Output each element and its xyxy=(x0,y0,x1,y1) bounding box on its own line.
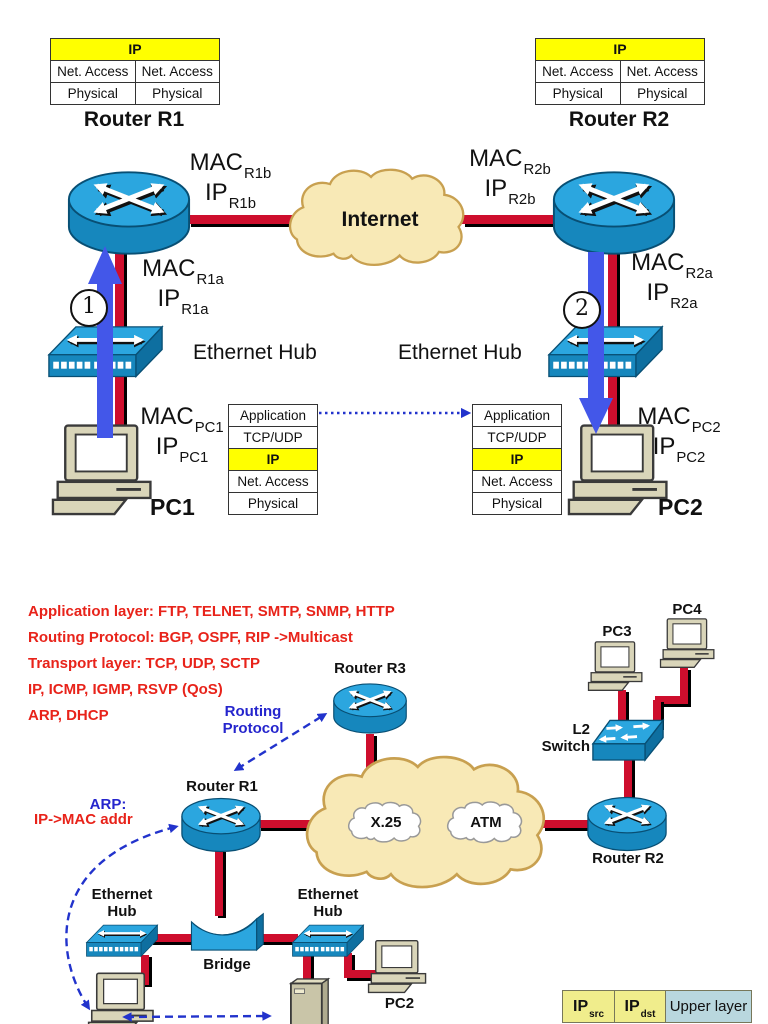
ip-packet-table: IPsrc IPdst Upper layer xyxy=(562,990,752,1023)
pc2-label: PC2 xyxy=(658,494,703,520)
ip-src-cell: IPsrc xyxy=(562,990,615,1023)
step-2-circle: 2 xyxy=(563,291,601,329)
app-to-app-dotted-arrow xyxy=(319,407,472,419)
bridge-icon xyxy=(190,913,264,951)
note-line: IP, ICMP, IGMP, RSVP (QoS) xyxy=(28,681,223,698)
mac-ip-label-pc2: MACPC2 IPPC2 xyxy=(637,403,721,467)
pc1-label: PC1 xyxy=(150,494,195,520)
ethernet-hub-bottom-right-icon xyxy=(292,923,364,960)
pc2-protocol-stack: Application TCP/UDP IP Net. Access Physi… xyxy=(472,404,562,515)
physical-cell: Physical xyxy=(247,496,299,511)
arrow-down-body xyxy=(588,252,604,400)
pc2-bottom-icon xyxy=(367,939,427,994)
router-r1-protocol-table: IP Net. Access Net. Access Physical Phys… xyxy=(50,38,220,105)
router-r2-protocol-table: IP Net. Access Net. Access Physical Phys… xyxy=(535,38,705,105)
link-switch-r2 xyxy=(624,758,632,802)
host-to-server-dashed-arrow xyxy=(122,1011,272,1022)
ip-layer-cell: IP xyxy=(229,449,317,471)
mac-ip-label-r1b: MACR1b IPR1b xyxy=(189,149,272,213)
link-r1-cloud xyxy=(258,820,316,828)
protocol-notes: Application layer: FTP, TELNET, SMTP, SN… xyxy=(28,599,395,729)
physical-cell: Physical xyxy=(637,86,688,101)
ip-layer-cell: IP xyxy=(51,39,219,61)
physical-cell: Physical xyxy=(491,496,543,511)
link-bridge-hubr xyxy=(258,934,298,942)
ip-layer-cell: IP xyxy=(473,449,561,471)
router-r1-title: Router R1 xyxy=(83,108,185,131)
net-access-cell: Net. Access xyxy=(229,471,317,493)
link-r1-bridge xyxy=(215,850,223,916)
hub-right-label: Ethernet Hub xyxy=(398,341,522,364)
arp-desc: IP->MAC addr xyxy=(34,811,133,828)
step-1-circle: 1 xyxy=(70,289,108,327)
upper-layer-cell: Upper layer xyxy=(666,990,752,1023)
pc4-label: PC4 xyxy=(672,601,702,618)
router-r3-label: Router R3 xyxy=(334,660,406,677)
tcp-udp-cell: TCP/UDP xyxy=(229,427,317,449)
ip-dst-cell: IPdst xyxy=(615,990,666,1023)
l2-switch-label: L2 Switch xyxy=(541,721,590,755)
physical-cell: Physical xyxy=(536,83,621,104)
router-r2-bottom-label: Router R2 xyxy=(592,850,664,867)
pc3-icon xyxy=(587,641,643,692)
router-r2-bottom-icon xyxy=(586,795,668,853)
link-pc4-seg3 xyxy=(653,700,661,728)
link-pc4-seg2 xyxy=(655,696,688,704)
net-access-cell: Net. Access xyxy=(536,61,621,83)
server-icon xyxy=(289,978,330,1024)
atm-label: ATM xyxy=(470,814,502,831)
arp-title: ARP: xyxy=(89,796,127,813)
physical-cell: Physical xyxy=(51,83,136,104)
tcp-udp-cell: TCP/UDP xyxy=(473,427,561,449)
net-access-cell: Net. Access xyxy=(51,61,136,83)
net-access-cell: Net. Access xyxy=(135,61,219,83)
router-r1-bottom-label: Router R1 xyxy=(186,778,258,795)
pc1-protocol-stack: Application TCP/UDP IP Net. Access Physi… xyxy=(228,404,318,515)
note-line: Routing Protocol: BGP, OSPF, RIP ->Multi… xyxy=(28,629,353,646)
link-pc3-switch xyxy=(618,690,626,732)
link-cloud-r2 xyxy=(542,820,592,828)
arrow-up-head xyxy=(88,246,122,284)
pc2-bottom-label: PC2 xyxy=(384,995,415,1012)
mac-ip-label-pc1: MACPC1 IPPC1 xyxy=(140,403,224,467)
router-r1-icon xyxy=(66,168,192,258)
note-line: ARP, DHCP xyxy=(28,707,109,724)
routing-protocol-arrow xyxy=(233,712,328,772)
net-access-cell: Net. Access xyxy=(473,471,561,493)
ethernet-hub-right-icon xyxy=(548,326,663,380)
note-line: Transport layer: TCP, UDP, SCTP xyxy=(28,655,261,672)
note-line: Application layer: FTP, TELNET, SMTP, SN… xyxy=(28,603,395,620)
x25-label: X.25 xyxy=(370,814,402,831)
net-access-cell: Net. Access xyxy=(620,61,704,83)
ip-layer-cell: IP xyxy=(536,39,704,61)
router-r2-icon xyxy=(551,168,677,258)
link-r1-internet xyxy=(188,215,292,224)
router-r1-bottom-icon xyxy=(180,796,262,854)
physical-cell: Physical xyxy=(152,86,203,101)
hub-bottom-right-label: Ethernet Hub xyxy=(297,886,359,920)
application-cell: Application xyxy=(229,405,317,427)
hub-left-label: Ethernet Hub xyxy=(193,341,317,364)
link-hubr-server xyxy=(303,953,311,985)
arp-curve-arrow xyxy=(65,823,179,1011)
link-hubr-pc2-seg2 xyxy=(344,970,377,978)
mac-ip-label-r2a: MACR2a IPR2a xyxy=(631,249,713,313)
pc4-icon xyxy=(659,618,715,669)
link-pc4-seg1 xyxy=(680,668,688,702)
router-r2-title: Router R2 xyxy=(568,108,670,131)
internet-label: Internet xyxy=(341,208,419,231)
link-r3-cloud xyxy=(366,734,374,768)
arrow-down-head xyxy=(579,398,613,434)
mac-ip-label-r2b: MACR2b IPR2b xyxy=(469,145,551,209)
mac-ip-label-r1a: MACR1a IPR1a xyxy=(142,255,224,319)
link-internet-r2 xyxy=(462,215,557,224)
l2-switch-icon xyxy=(592,719,664,765)
bridge-label: Bridge xyxy=(203,956,251,973)
application-cell: Application xyxy=(473,405,561,427)
link-hubr-pc2-seg1 xyxy=(344,953,352,977)
pc3-label: PC3 xyxy=(602,623,632,640)
